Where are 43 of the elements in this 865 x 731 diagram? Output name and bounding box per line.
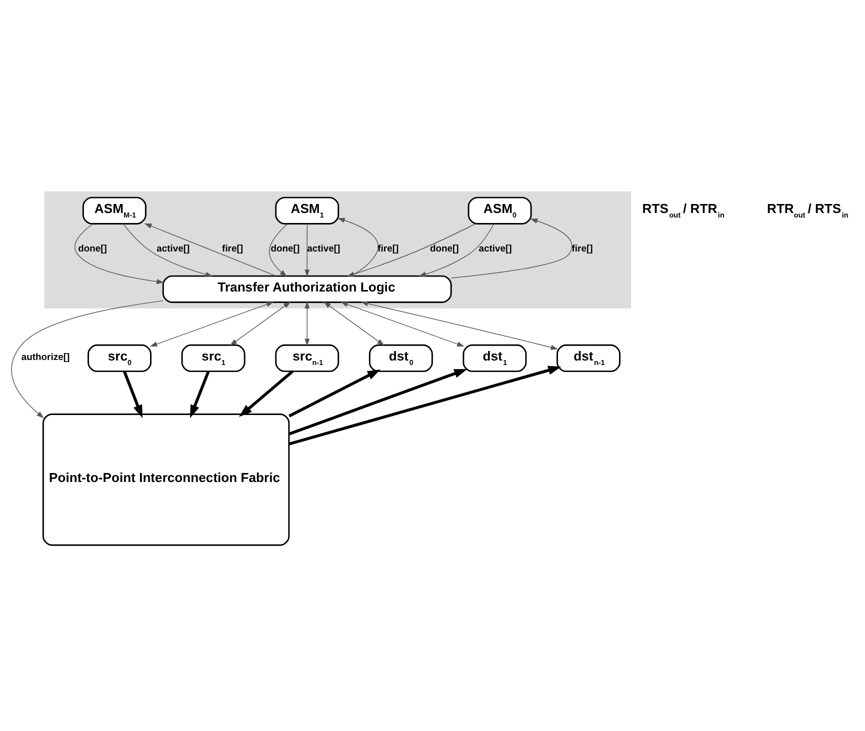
arrow: [122, 370, 143, 418]
arrow: [238, 370, 294, 417]
label: RTS$_{out}$ / RTR$_{in}$: [642, 201, 724, 220]
node-box: dst$_{1}$: [462, 344, 527, 372]
arrow: [144, 223, 276, 276]
arrow: [418, 224, 494, 277]
edge-label: done[]: [270, 244, 300, 255]
arrow: [122, 223, 213, 277]
arrow: [288, 369, 381, 418]
arrow: [11, 300, 164, 418]
edge-label: active[]: [307, 244, 340, 255]
arrow: [360, 301, 558, 350]
arrow: [74, 224, 164, 284]
arrow: [288, 366, 562, 446]
node-box: ASM$_{1}$: [275, 196, 340, 224]
edge-label: fire[]: [572, 244, 593, 255]
edge-label: active[]: [478, 244, 512, 255]
label: RTR$_{out}$ / RTS$_{in}$: [767, 201, 848, 220]
arrow: [304, 301, 310, 346]
edge-label: fire[]: [378, 244, 399, 255]
arrow: [450, 218, 572, 278]
arrow: [190, 370, 210, 418]
node-box: src$_{n-1}$: [275, 344, 340, 372]
arrow: [288, 368, 468, 436]
node-box: ASM$_{0}$: [468, 196, 532, 224]
node-box: ASM$_{M-1}$: [82, 196, 146, 224]
arrow: [150, 302, 274, 347]
edge-label: fire[]: [222, 244, 244, 255]
node-box: dst$_{0}$: [368, 344, 433, 372]
edge-label: authorize[]: [21, 352, 70, 363]
arrow: [323, 302, 384, 346]
arrow: [340, 302, 464, 347]
node-box: dst$_{n-1}$: [556, 344, 620, 372]
node-box: src$_{0}$: [88, 344, 152, 372]
edge-label: done[]: [430, 244, 459, 255]
edge-label: done[]: [78, 244, 107, 255]
arrow: [304, 223, 310, 277]
node-box: Point-to-Point Interconnection Fabric: [42, 413, 290, 546]
arrow: [268, 223, 288, 277]
arrow: [230, 302, 291, 346]
node-box: Transfer Authorization Logic: [162, 275, 452, 303]
node-box: src$_{1}$: [181, 344, 246, 372]
edge-label: active[]: [156, 244, 190, 255]
